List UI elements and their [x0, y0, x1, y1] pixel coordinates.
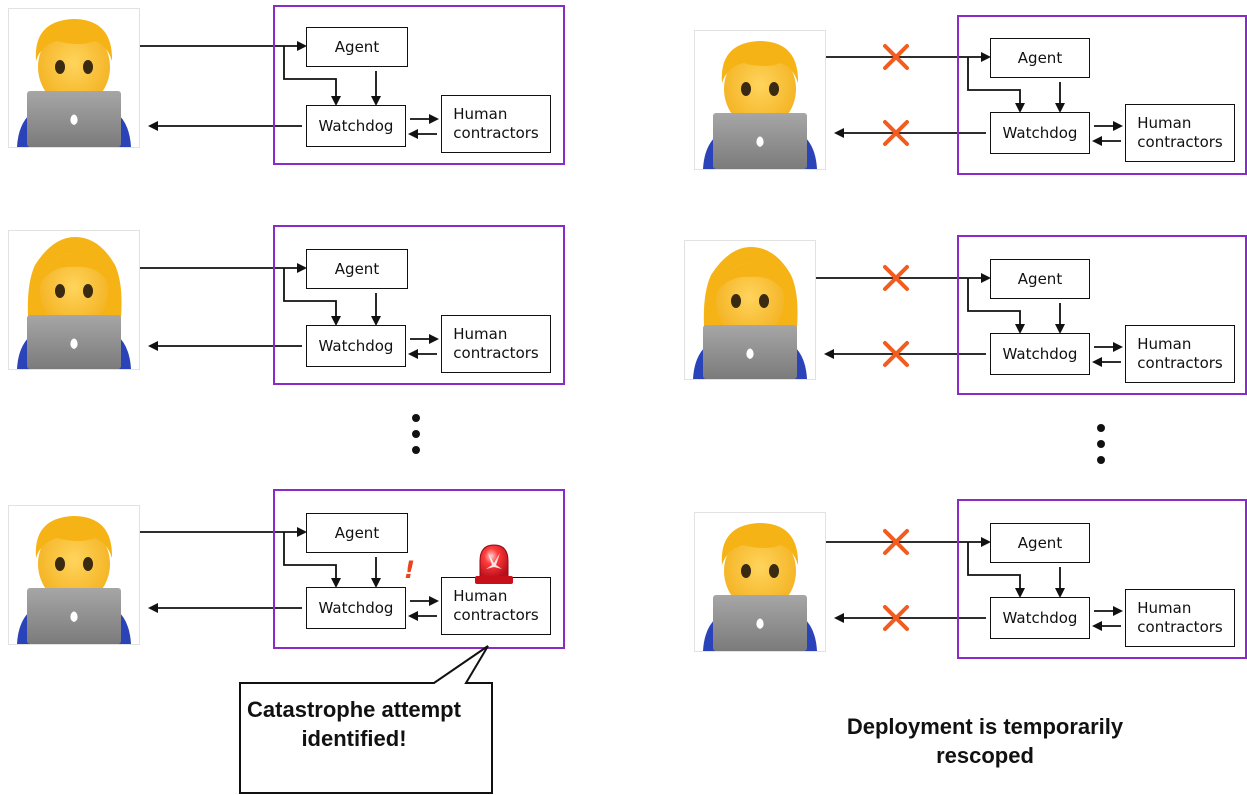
watchdog-box: Watchdog: [990, 112, 1090, 154]
agent-box: Agent: [306, 513, 408, 553]
watchdog-box: Watchdog: [990, 597, 1090, 639]
speech-bubble: [239, 645, 493, 794]
man-technologist-icon: [9, 506, 139, 644]
blocked-cross-icon: [883, 605, 909, 631]
watchdog-box: Watchdog: [306, 105, 406, 147]
bubble-caption: Catastrophe attempt identified!: [247, 697, 461, 751]
input-to-watchdog-arrow: [283, 268, 341, 326]
man-technologist-icon: [695, 31, 825, 169]
system-frame: [273, 5, 565, 165]
system-frame: [273, 489, 565, 649]
input-to-watchdog-arrow: [967, 57, 1025, 113]
input-to-watchdog-arrow: [967, 278, 1025, 334]
woman-technologist-icon: [685, 241, 815, 379]
man-technologist-icon: [9, 9, 139, 147]
agent-box: Agent: [306, 27, 408, 67]
agent-box: Agent: [990, 523, 1090, 563]
watchdog-box: Watchdog: [990, 333, 1090, 375]
blocked-cross-icon: [883, 120, 909, 146]
alert-exclamation: !: [404, 556, 415, 584]
ellipsis-dots: [412, 414, 422, 462]
man-technologist-avatar: [694, 30, 826, 170]
blocked-cross-icon: [883, 341, 909, 367]
woman-technologist-avatar: [684, 240, 816, 380]
blocked-cross-icon: [883, 44, 909, 70]
man-technologist-avatar: [8, 8, 140, 148]
agent-box: Agent: [990, 38, 1090, 78]
right-caption: Deployment is temporarily rescoped: [846, 714, 1124, 768]
system-frame: [957, 499, 1247, 659]
system-frame: [957, 15, 1247, 175]
system-frame: [957, 235, 1247, 395]
blocked-cross-icon: [883, 265, 909, 291]
watchdog-box: Watchdog: [306, 587, 406, 629]
input-to-watchdog-arrow: [283, 532, 341, 588]
woman-technologist-icon: [9, 231, 139, 369]
man-technologist-avatar: [8, 505, 140, 645]
input-to-watchdog-arrow: [283, 46, 341, 106]
woman-technologist-avatar: [8, 230, 140, 370]
agent-box: Agent: [990, 259, 1090, 299]
siren-icon: [475, 544, 513, 584]
man-technologist-icon: [695, 513, 825, 651]
ellipsis-dots: [1097, 424, 1107, 472]
blocked-cross-icon: [883, 529, 909, 555]
agent-box: Agent: [306, 249, 408, 289]
system-frame: [273, 225, 565, 385]
watchdog-box: Watchdog: [306, 325, 406, 367]
man-technologist-avatar: [694, 512, 826, 652]
input-to-watchdog-arrow: [967, 542, 1025, 598]
